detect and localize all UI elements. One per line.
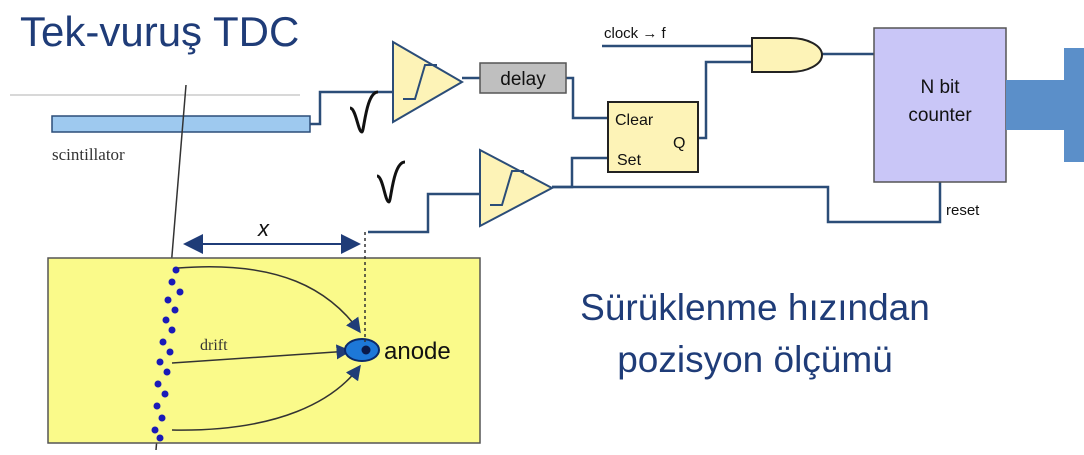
delay-box bbox=[479, 62, 567, 94]
anode-pulse-icon bbox=[376, 160, 406, 204]
x-label: x bbox=[257, 216, 270, 241]
delay-label: delay bbox=[500, 69, 546, 90]
clear-input-label: Clear bbox=[615, 112, 654, 129]
q-output-label: Q bbox=[673, 135, 685, 152]
wiring bbox=[310, 44, 942, 234]
slide-caption: Sürüklenme hızından pozisyon ölçümü bbox=[520, 282, 990, 386]
set-clear-flip-flop bbox=[607, 101, 699, 173]
counter-label-line2: counter bbox=[908, 105, 972, 126]
drift-label: drift bbox=[200, 337, 228, 354]
drift-line-lower bbox=[171, 364, 361, 431]
threshold-icon-bottom bbox=[490, 170, 524, 206]
anode-core bbox=[361, 345, 371, 355]
discriminator-bottom bbox=[479, 148, 555, 228]
drift-line-upper bbox=[177, 266, 361, 334]
counter-output-arrow bbox=[1006, 48, 1084, 162]
counter-label-line1: N bit bbox=[920, 77, 960, 98]
slide-title: Tek-vuruş TDC bbox=[20, 8, 300, 55]
and-gate bbox=[751, 37, 823, 73]
caption-line-1: Sürüklenme hızından bbox=[580, 287, 930, 328]
drift-line-middle bbox=[171, 344, 352, 364]
scintillator-bar bbox=[51, 115, 311, 133]
scintillator-pulse-icon bbox=[349, 90, 379, 134]
reset-label: reset bbox=[946, 202, 980, 219]
drift-chamber bbox=[47, 257, 481, 444]
clock-label: clock → f bbox=[604, 25, 667, 42]
anode-label: anode bbox=[384, 338, 451, 365]
n-bit-counter bbox=[873, 27, 1007, 183]
scintillator-label: scintillator bbox=[52, 145, 125, 164]
discriminator-top bbox=[392, 40, 464, 124]
set-input-label: Set bbox=[617, 152, 642, 169]
caption-line-2: pozisyon ölçümü bbox=[617, 339, 893, 380]
ionization-electrons bbox=[151, 266, 184, 442]
threshold-icon-top bbox=[403, 64, 437, 100]
